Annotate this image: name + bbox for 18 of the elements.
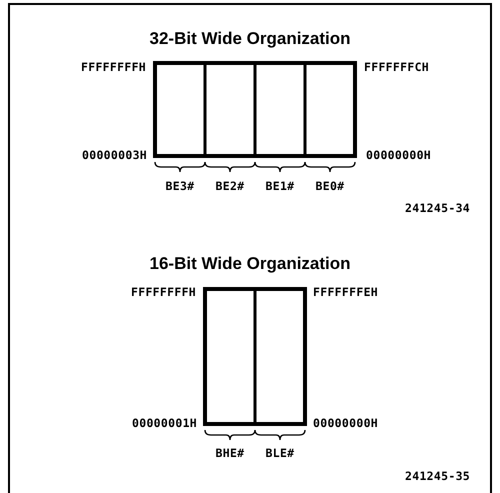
address-label: FFFFFFFFH [81, 62, 146, 74]
signal-name: BE3# [166, 181, 194, 192]
address-label: 00000003H [82, 150, 148, 162]
heading: 32-Bit Wide Organization [150, 30, 351, 46]
signal-name: BE0# [316, 181, 344, 192]
address-label: 00000001H [132, 418, 198, 430]
address-label: FFFFFFFFH [131, 287, 196, 298]
signal-name: BLE# [266, 448, 294, 460]
signal-name: BE2# [216, 181, 244, 192]
figure-number: 241245-35 [405, 471, 470, 482]
signal-name: BE1# [266, 181, 294, 192]
address-label: FFFFFFFEH [313, 287, 378, 298]
address-label: 00000000H [313, 418, 378, 430]
figure-number: 241245-34 [405, 203, 470, 214]
address-label: 00000000H [366, 150, 432, 162]
signal-name: BHE# [216, 448, 244, 460]
heading: 16-Bit Wide Organization [150, 254, 351, 272]
address-label: FFFFFFFCH [364, 62, 430, 74]
